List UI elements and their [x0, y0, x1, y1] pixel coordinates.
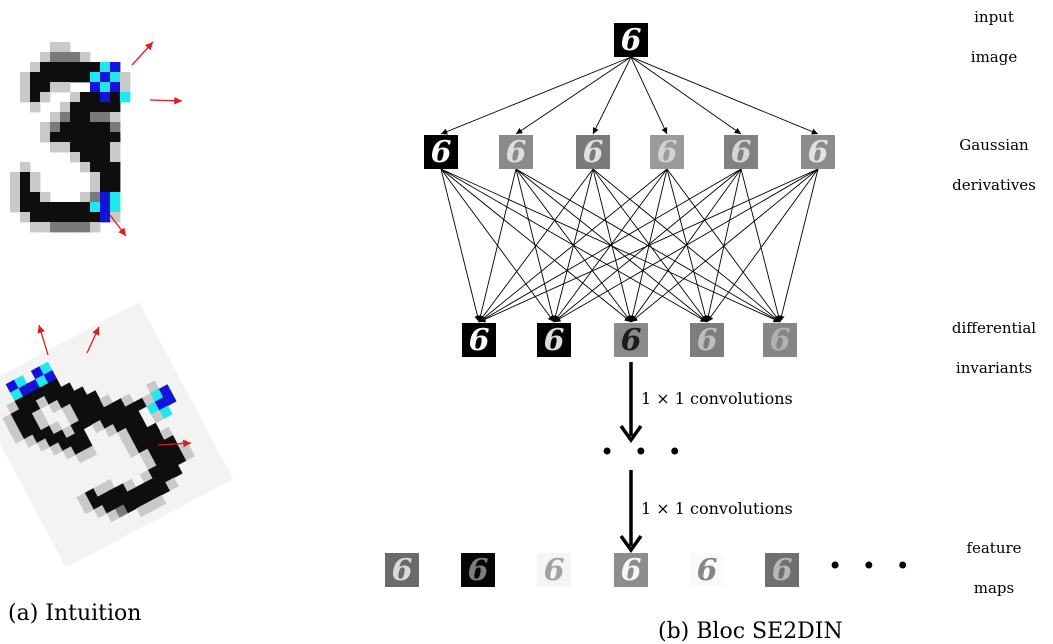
- intuition-panel: (a) Intuition: [0, 41, 234, 626]
- svg-text:6: 6: [468, 553, 489, 588]
- svg-text:6: 6: [621, 23, 642, 58]
- thumb-feature-map: 6: [461, 553, 495, 588]
- thumb-feature-map: 6: [765, 553, 799, 588]
- thumb-differential-invariant: 6: [462, 323, 496, 358]
- svg-text:6: 6: [657, 135, 678, 170]
- svg-text:6: 6: [808, 135, 829, 170]
- thumb-input-image: 6: [614, 23, 648, 58]
- svg-text:6: 6: [772, 553, 793, 588]
- label-input-1: input: [974, 8, 1014, 26]
- image-thumbnails: 6 6 6 6 6 6 6 6 6 6 6 6 6 6 6 6 6 6: [385, 23, 835, 588]
- conv-label-2: 1 × 1 convolutions: [641, 499, 793, 518]
- thumb-feature-map: 6: [385, 553, 419, 588]
- ellipsis-middle: • • •: [600, 438, 688, 466]
- label-gaussian-1: Gaussian: [959, 136, 1029, 154]
- thumb-gaussian-derivative: 6: [650, 135, 684, 170]
- thumb-feature-map: 6: [690, 553, 724, 588]
- svg-text:6: 6: [469, 323, 490, 358]
- svg-text:6: 6: [544, 553, 565, 588]
- label-invariants-1: differential: [952, 319, 1036, 337]
- pixel-digit-upright: [10, 42, 131, 233]
- pixel-digit-rotated: [0, 301, 234, 568]
- thumb-feature-map: 6: [537, 553, 571, 588]
- label-invariants-2: invariants: [956, 359, 1032, 377]
- se2din-panel: 6 6 6 6 6 6 6 6 6 6 6 6 6 6 6 6 6 6 1 × 1 convolutions 1 …: [385, 8, 1036, 644]
- conv-arrowhead-2: [619, 534, 643, 554]
- svg-text:6: 6: [544, 323, 565, 358]
- thumb-gaussian-derivative: 6: [424, 135, 458, 170]
- svg-text:6: 6: [583, 135, 604, 170]
- svg-text:6: 6: [770, 323, 791, 358]
- svg-text:6: 6: [506, 135, 527, 170]
- thumb-differential-invariant: 6: [690, 323, 724, 358]
- connection-arrows: [440, 56, 819, 323]
- svg-text:6: 6: [431, 135, 452, 170]
- thumb-gaussian-derivative: 6: [724, 135, 758, 170]
- thumb-gaussian-derivative: 6: [499, 135, 533, 170]
- caption-intuition: (a) Intuition: [8, 601, 141, 626]
- orientation-arrows-upright: [109, 41, 183, 237]
- label-features-1: feature: [966, 539, 1021, 557]
- label-gaussian-2: derivatives: [952, 176, 1036, 194]
- thumb-feature-map: 6: [614, 553, 648, 588]
- thumb-differential-invariant: 6: [763, 323, 797, 358]
- thumb-gaussian-derivative: 6: [576, 135, 610, 170]
- svg-text:6: 6: [621, 323, 642, 358]
- label-input-2: image: [971, 48, 1018, 66]
- svg-text:6: 6: [392, 553, 413, 588]
- svg-text:6: 6: [731, 135, 752, 170]
- thumb-differential-invariant: 6: [537, 323, 571, 358]
- thumb-differential-invariant: 6: [614, 323, 648, 358]
- conv-label-1: 1 × 1 convolutions: [641, 389, 793, 408]
- svg-text:6: 6: [697, 323, 718, 358]
- label-features-2: maps: [974, 579, 1014, 597]
- thumb-gaussian-derivative: 6: [801, 135, 835, 170]
- orientation-arrows-rotated: [37, 324, 192, 448]
- conv-arrowhead-1: [619, 424, 643, 444]
- svg-text:6: 6: [697, 553, 718, 588]
- caption-se2din: (b) Bloc SE2DIN: [658, 619, 843, 644]
- ellipsis-feature-maps: • • •: [828, 552, 916, 580]
- svg-text:6: 6: [621, 553, 642, 588]
